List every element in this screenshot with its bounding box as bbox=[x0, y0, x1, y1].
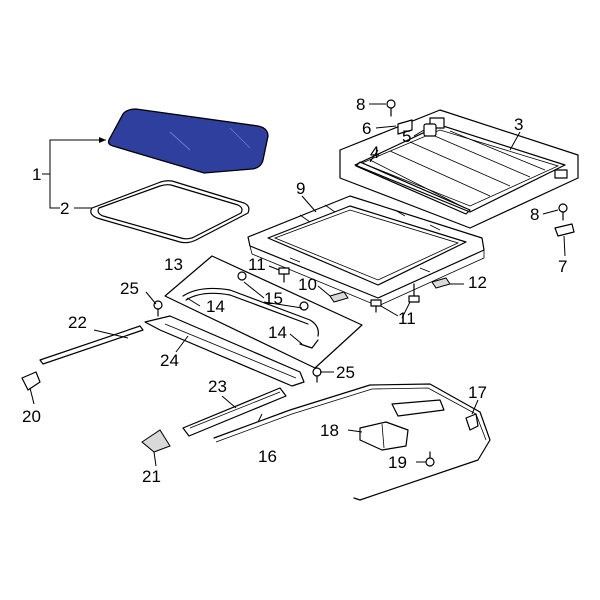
corner-bracket-21[interactable] bbox=[141, 429, 171, 453]
shade-clip[interactable] bbox=[423, 123, 437, 137]
callout-6: 6 bbox=[362, 119, 371, 138]
rail-22[interactable] bbox=[39, 325, 144, 365]
frame-pad-12[interactable] bbox=[431, 277, 451, 289]
deflector-arm-lower[interactable] bbox=[299, 339, 319, 349]
callout-18: 18 bbox=[320, 421, 339, 440]
callout-1-bracket bbox=[42, 137, 106, 209]
callout-14-lower: 14 bbox=[268, 323, 287, 342]
motor-18[interactable] bbox=[359, 399, 445, 451]
screw-25-right[interactable] bbox=[312, 367, 322, 383]
bracket-20[interactable] bbox=[21, 371, 41, 391]
clip-15-a[interactable] bbox=[237, 271, 247, 281]
shade-guide[interactable] bbox=[397, 119, 413, 135]
clip-17[interactable] bbox=[465, 413, 479, 431]
callout-23: 23 bbox=[208, 377, 227, 396]
bolt-11-lower-b[interactable] bbox=[408, 283, 420, 303]
bolt-11-left[interactable] bbox=[278, 267, 290, 283]
deflector-kit-box[interactable] bbox=[164, 255, 363, 369]
callout-4: 4 bbox=[370, 143, 379, 162]
glass-panel[interactable] bbox=[107, 108, 269, 174]
drain-cable-16[interactable] bbox=[213, 383, 491, 501]
screw-8-right[interactable] bbox=[558, 203, 568, 221]
callout-15: 15 bbox=[264, 289, 283, 308]
callout-13: 13 bbox=[164, 255, 183, 274]
callout-8-top: 8 bbox=[356, 95, 365, 114]
callout-1: 1 bbox=[32, 165, 41, 184]
callout-3: 3 bbox=[514, 115, 523, 134]
callout-12: 12 bbox=[468, 273, 487, 292]
callout-11-left: 11 bbox=[248, 255, 266, 274]
callout-14-upper: 14 bbox=[206, 297, 225, 316]
trim-strip-23[interactable] bbox=[182, 387, 287, 437]
callout-8-right: 8 bbox=[530, 205, 539, 224]
callout-17: 17 bbox=[468, 383, 487, 402]
callout-16: 16 bbox=[258, 447, 277, 466]
sunshade-rod[interactable] bbox=[355, 161, 471, 215]
callout-19: 19 bbox=[388, 453, 407, 472]
callout-10: 10 bbox=[298, 275, 317, 294]
callout-22: 22 bbox=[68, 313, 87, 332]
callout-labels: 1 2 3 4 5 6 7 8 8 9 10 11 11 12 13 14 14… bbox=[22, 95, 567, 486]
clip-15-b[interactable] bbox=[299, 301, 309, 311]
callout-21: 21 bbox=[142, 467, 161, 486]
side-bracket[interactable] bbox=[554, 223, 575, 237]
callout-5: 5 bbox=[402, 127, 411, 146]
screw-19[interactable] bbox=[425, 451, 435, 467]
callout-2: 2 bbox=[60, 199, 69, 218]
sunshade-assembly[interactable] bbox=[339, 109, 579, 229]
callout-20: 20 bbox=[22, 407, 41, 426]
bolt-11-lower-a[interactable] bbox=[370, 299, 382, 313]
side-rail-24[interactable] bbox=[144, 315, 305, 387]
leader-lines bbox=[29, 103, 566, 467]
screw-8-top[interactable] bbox=[386, 99, 396, 117]
callout-25-top: 25 bbox=[120, 279, 139, 298]
screw-25-top[interactable] bbox=[153, 300, 163, 317]
glass-seal[interactable] bbox=[90, 180, 250, 244]
callout-7: 7 bbox=[558, 257, 567, 276]
callout-9: 9 bbox=[296, 179, 305, 198]
frame-clip-10[interactable] bbox=[329, 291, 349, 303]
callout-25-right: 25 bbox=[336, 363, 355, 382]
callout-11-right: 11 bbox=[398, 309, 416, 328]
callout-24: 24 bbox=[160, 351, 179, 370]
deflector-arm-upper[interactable] bbox=[182, 287, 319, 337]
